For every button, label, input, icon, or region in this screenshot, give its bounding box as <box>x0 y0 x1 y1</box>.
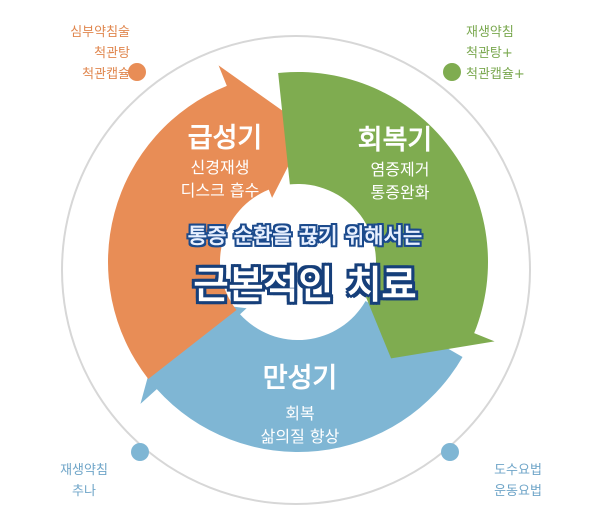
phase-title-chronic: 만성기 <box>262 363 338 394</box>
dot-bottom-left <box>131 443 149 461</box>
corner-item: 재생약침 <box>466 25 514 40</box>
banner-line-1: 통증 순환을 끊기 위해서는 <box>187 224 423 248</box>
corner-top-left-list: 심부약침술 척관탕 척관캡슐 <box>24 22 130 85</box>
corner-item: 척관탕+ <box>466 46 513 61</box>
corner-bottom-right-list: 도수요법 운동요법 <box>470 460 566 502</box>
corner-item: 도수요법 <box>494 463 542 478</box>
phase-detail: 삶의질 향상 <box>260 427 340 446</box>
phase-detail: 통증완화 <box>370 183 430 202</box>
phase-title-acute: 급성기 <box>187 123 263 154</box>
corner-item: 심부약침술 <box>70 25 130 40</box>
phase-detail: 염증제거 <box>370 160 430 179</box>
corner-item: 운동요법 <box>494 484 542 499</box>
phase-title-recovery: 회복기 <box>357 125 433 156</box>
phase-details-recovery: 염증제거 통증완화 <box>340 158 460 204</box>
phase-detail: 신경재생 <box>190 158 250 177</box>
banner-line-2: 근본적인 치료 <box>193 263 417 307</box>
corner-item: 재생약침 <box>60 463 108 478</box>
phase-detail: 디스크 흡수 <box>180 181 260 200</box>
phase-details-acute: 신경재생 디스크 흡수 <box>140 156 300 202</box>
corner-item: 척관캡슐+ <box>466 67 525 82</box>
corner-item: 척관탕 <box>94 46 130 61</box>
corner-item: 척관캡슐 <box>82 67 130 82</box>
dot-top-right <box>443 63 461 81</box>
corner-top-right-list: 재생약침 척관탕+ 척관캡슐+ <box>466 22 525 85</box>
corner-bottom-left-list: 재생약침 추나 <box>36 460 132 502</box>
outer-ring <box>61 35 531 505</box>
corner-item: 추나 <box>72 484 96 499</box>
arrow-acute <box>108 65 308 379</box>
dot-bottom-right <box>441 443 459 461</box>
phase-details-chronic: 회복 삶의질 향상 <box>220 402 380 448</box>
phase-detail: 회복 <box>285 404 315 423</box>
arrow-recovery <box>278 72 495 359</box>
dot-top-left <box>128 63 146 81</box>
arrow-chronic <box>140 298 463 453</box>
